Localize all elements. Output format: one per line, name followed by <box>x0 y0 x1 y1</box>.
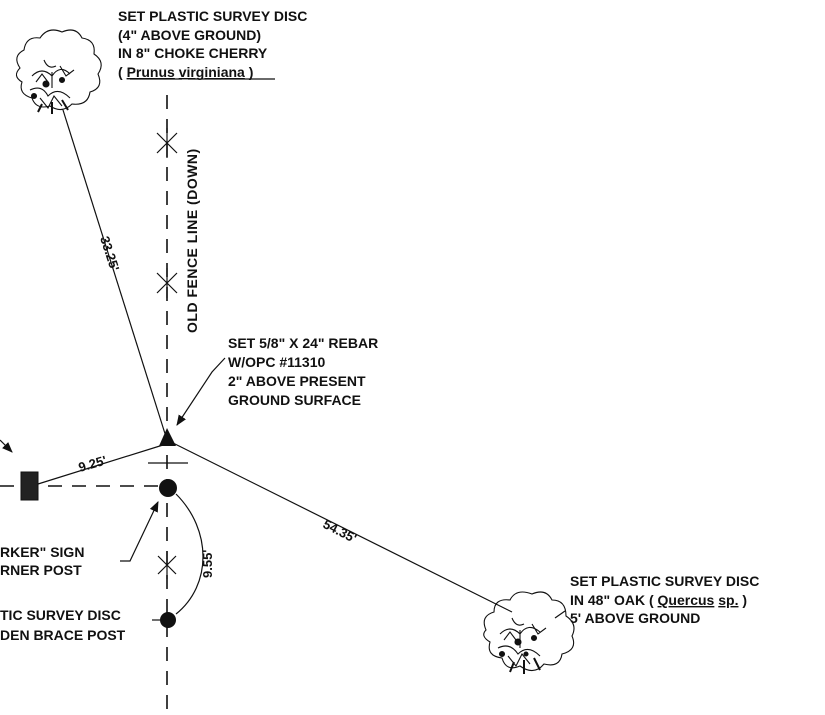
choke-cherry-label-line2: (4" ABOVE GROUND) <box>118 27 261 43</box>
marker-square-icon <box>20 471 39 501</box>
rebar-label-line1: SET 5/8" X 24" REBAR <box>228 335 378 351</box>
choke-cherry-genus: Prunus <box>127 64 175 80</box>
oak-leader <box>554 610 566 619</box>
oak-label-line2: IN 48" OAK ( Quercus sp. ) <box>570 592 747 608</box>
fence-x-icon <box>156 128 178 158</box>
dimension-choke-cherry: 33.25' <box>97 234 122 273</box>
line-to-choke-cherry <box>62 109 168 441</box>
brace-post-icon <box>160 612 176 628</box>
oak-label-prefix: IN 48" OAK ( <box>570 592 658 608</box>
fence-x-icon <box>157 551 177 579</box>
rebar-triangle-icon <box>159 428 176 446</box>
dimension-marker: 9.25' <box>77 453 108 475</box>
brace-dimension-arc <box>175 493 204 615</box>
line-to-marker <box>37 444 164 485</box>
oak-label-line3: 5' ABOVE GROUND <box>570 610 700 626</box>
tree-choke-cherry-icon <box>15 29 102 114</box>
oak-genus: Quercus <box>658 592 715 608</box>
corner-post-icon <box>159 479 177 497</box>
fence-x-icon <box>156 268 178 298</box>
oak-label-line1: SET PLASTIC SURVEY DISC <box>570 573 759 589</box>
line-to-oak <box>166 439 513 613</box>
rebar-label-line3: 2" ABOVE PRESENT <box>228 373 366 389</box>
rebar-leader <box>176 357 226 426</box>
choke-cherry-paren-close: ) <box>245 64 254 80</box>
brace-post-label-line2: DEN BRACE POST <box>0 627 126 643</box>
marker-leader <box>0 439 13 453</box>
choke-cherry-label-line1: SET PLASTIC SURVEY DISC <box>118 8 307 24</box>
choke-cherry-label-line3: IN 8" CHOKE CHERRY <box>118 45 268 61</box>
corner-post-leader <box>120 501 159 562</box>
oak-label-suffix: ) <box>738 592 747 608</box>
old-fence-line-label: OLD FENCE LINE (DOWN) <box>184 148 200 333</box>
rebar-label-line4: GROUND SURFACE <box>228 392 361 408</box>
dimension-brace-post: 9.55' <box>200 550 215 578</box>
marker-sign-label-line2: RNER POST <box>0 562 82 578</box>
dimension-oak: 54.35' <box>321 516 360 546</box>
choke-cherry-species: virginiana <box>179 64 245 80</box>
rebar-label-line2: W/OPC #11310 <box>228 354 325 370</box>
marker-sign-label-line1: RKER" SIGN <box>0 544 84 560</box>
tree-oak-icon <box>483 591 575 674</box>
choke-cherry-label-line4: ( Prunus virginiana ) <box>118 64 253 80</box>
oak-species: sp. <box>718 592 738 608</box>
brace-post-label-line1: TIC SURVEY DISC <box>0 607 121 623</box>
choke-cherry-paren-open: ( <box>118 64 127 80</box>
